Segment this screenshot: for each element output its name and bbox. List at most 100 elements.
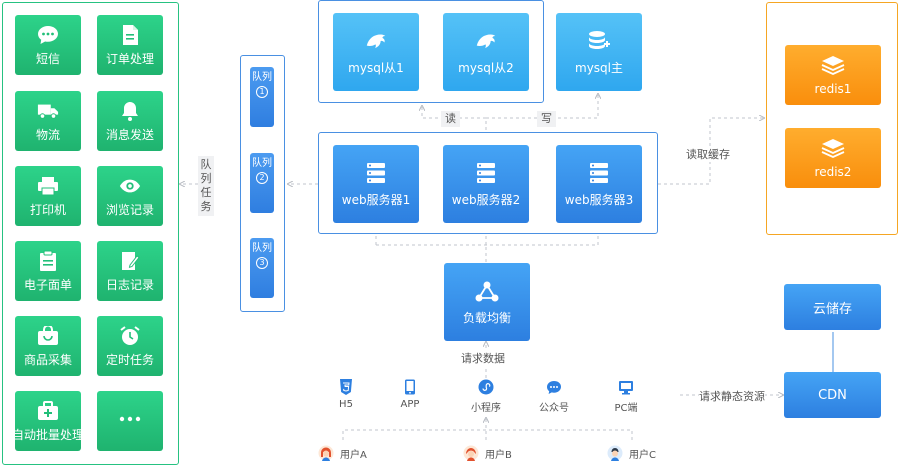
- queue-panel: [240, 55, 285, 312]
- queue-number: 1: [256, 86, 268, 98]
- queue-number: 3: [256, 257, 268, 269]
- web-server-2[interactable]: web服务器2: [443, 145, 529, 223]
- cloud-storage[interactable]: 云储存: [784, 284, 881, 330]
- service-auto-batch[interactable]: 自动批量处理: [12, 391, 85, 451]
- web-server-1-label: web服务器1: [341, 192, 411, 207]
- client-label: 公众号: [539, 403, 569, 414]
- more-dots-icon: [119, 408, 141, 430]
- client-official-account[interactable]: 公众号: [534, 379, 574, 414]
- client-app[interactable]: APP: [390, 379, 430, 410]
- queue-3[interactable]: 队列 3: [250, 238, 274, 298]
- server-icon: [474, 161, 498, 185]
- redis-1-label: redis1: [814, 82, 852, 96]
- queue-label: 队列: [252, 243, 272, 254]
- truck-icon: [37, 100, 59, 122]
- queue-label: 队列: [252, 158, 272, 169]
- female-avatar-icon: [463, 445, 479, 461]
- queue-label: 队列: [252, 72, 272, 83]
- service-e-waybill[interactable]: 电子面单: [15, 241, 81, 301]
- service-label: 定时任务: [105, 352, 154, 367]
- service-label: 打印机: [29, 202, 66, 217]
- user-label: 用户C: [629, 449, 656, 461]
- network-nodes-icon: [475, 279, 499, 303]
- load-balancer[interactable]: 负载均衡: [444, 263, 530, 341]
- mysql-master-label: mysql主: [575, 60, 623, 75]
- services-panel: [2, 2, 179, 465]
- html5-icon: [338, 379, 354, 395]
- redis-2[interactable]: redis2: [785, 128, 881, 188]
- web-server-2-label: web服务器2: [451, 192, 521, 207]
- load-balancer-label: 负载均衡: [462, 310, 511, 325]
- monitor-icon: [618, 379, 634, 395]
- write-label: 写: [537, 111, 556, 127]
- web-server-3[interactable]: web服务器3: [556, 145, 642, 223]
- service-browse-history[interactable]: 浏览记录: [97, 166, 163, 226]
- web-server-1[interactable]: web服务器1: [333, 145, 419, 223]
- client-h5[interactable]: H5: [326, 379, 366, 410]
- client-label: H5: [339, 399, 353, 410]
- redis-1[interactable]: redis1: [785, 45, 881, 105]
- service-log-record[interactable]: 日志记录: [97, 241, 163, 301]
- client-pc[interactable]: PC端: [606, 379, 646, 414]
- layers-icon: [821, 137, 845, 159]
- shopping-bag-icon: [37, 325, 59, 347]
- female-avatar-icon: [318, 445, 334, 461]
- service-logistics[interactable]: 物流: [15, 91, 81, 151]
- layers-icon: [821, 54, 845, 76]
- database-icon: [587, 29, 611, 53]
- service-label: 浏览记录: [105, 202, 154, 217]
- cache-read-label: 读取缓存: [686, 146, 730, 162]
- notebook-pen-icon: [119, 250, 141, 272]
- alarm-clock-icon: [119, 325, 141, 347]
- wechat-chat-icon: [546, 379, 562, 395]
- mysql-slave-1[interactable]: mysql从1: [333, 13, 419, 91]
- web-server-3-label: web服务器3: [564, 192, 634, 207]
- document-icon: [119, 24, 141, 46]
- service-label: 电子面单: [23, 277, 72, 292]
- service-sms[interactable]: 短信: [15, 15, 81, 75]
- queue-number: 2: [256, 172, 268, 184]
- cdn-label: CDN: [818, 387, 847, 403]
- redis-panel: [766, 2, 898, 235]
- service-message-send[interactable]: 消息发送: [97, 91, 163, 151]
- service-scheduled-task[interactable]: 定时任务: [97, 316, 163, 376]
- mysql-master[interactable]: mysql主: [556, 13, 642, 91]
- mysql-slave-2[interactable]: mysql从2: [443, 13, 529, 91]
- chat-icon: [37, 24, 59, 46]
- cdn[interactable]: CDN: [784, 372, 881, 418]
- service-product-collect[interactable]: 商品采集: [15, 316, 81, 376]
- service-label: 自动批量处理: [12, 427, 85, 442]
- request-data-label: 请求数据: [461, 350, 505, 366]
- queue-1[interactable]: 队列 1: [250, 67, 274, 127]
- service-label: 商品采集: [23, 352, 72, 367]
- queue-2[interactable]: 队列 2: [250, 153, 274, 213]
- mysql-dolphin-icon: [364, 29, 388, 53]
- bell-icon: [119, 100, 141, 122]
- service-label: 消息发送: [105, 127, 154, 142]
- phone-icon: [402, 379, 418, 395]
- user-c[interactable]: 用户C: [607, 445, 656, 461]
- mini-program-icon: [478, 379, 494, 395]
- read-label: 读: [441, 111, 460, 127]
- static-request-label: 请求静态资源: [699, 388, 765, 404]
- mysql-slave-1-label: mysql从1: [348, 60, 404, 75]
- user-a[interactable]: 用户A: [318, 445, 367, 461]
- client-mini-program[interactable]: 小程序: [466, 379, 506, 414]
- service-label: 物流: [35, 127, 60, 142]
- user-label: 用户B: [485, 449, 512, 461]
- service-label: 短信: [35, 51, 60, 66]
- queue-task-label: 队列任务: [198, 156, 214, 216]
- client-label: PC端: [614, 403, 638, 414]
- service-more[interactable]: [97, 391, 163, 451]
- server-icon: [364, 161, 388, 185]
- user-b[interactable]: 用户B: [463, 445, 512, 461]
- clipboard-icon: [37, 250, 59, 272]
- male-avatar-icon: [607, 445, 623, 461]
- printer-icon: [37, 175, 59, 197]
- service-label: 日志记录: [105, 277, 154, 292]
- service-printer[interactable]: 打印机: [15, 166, 81, 226]
- medical-kit-icon: [37, 400, 59, 422]
- mysql-slave-2-label: mysql从2: [458, 60, 514, 75]
- service-order-processing[interactable]: 订单处理: [97, 15, 163, 75]
- eye-icon: [119, 175, 141, 197]
